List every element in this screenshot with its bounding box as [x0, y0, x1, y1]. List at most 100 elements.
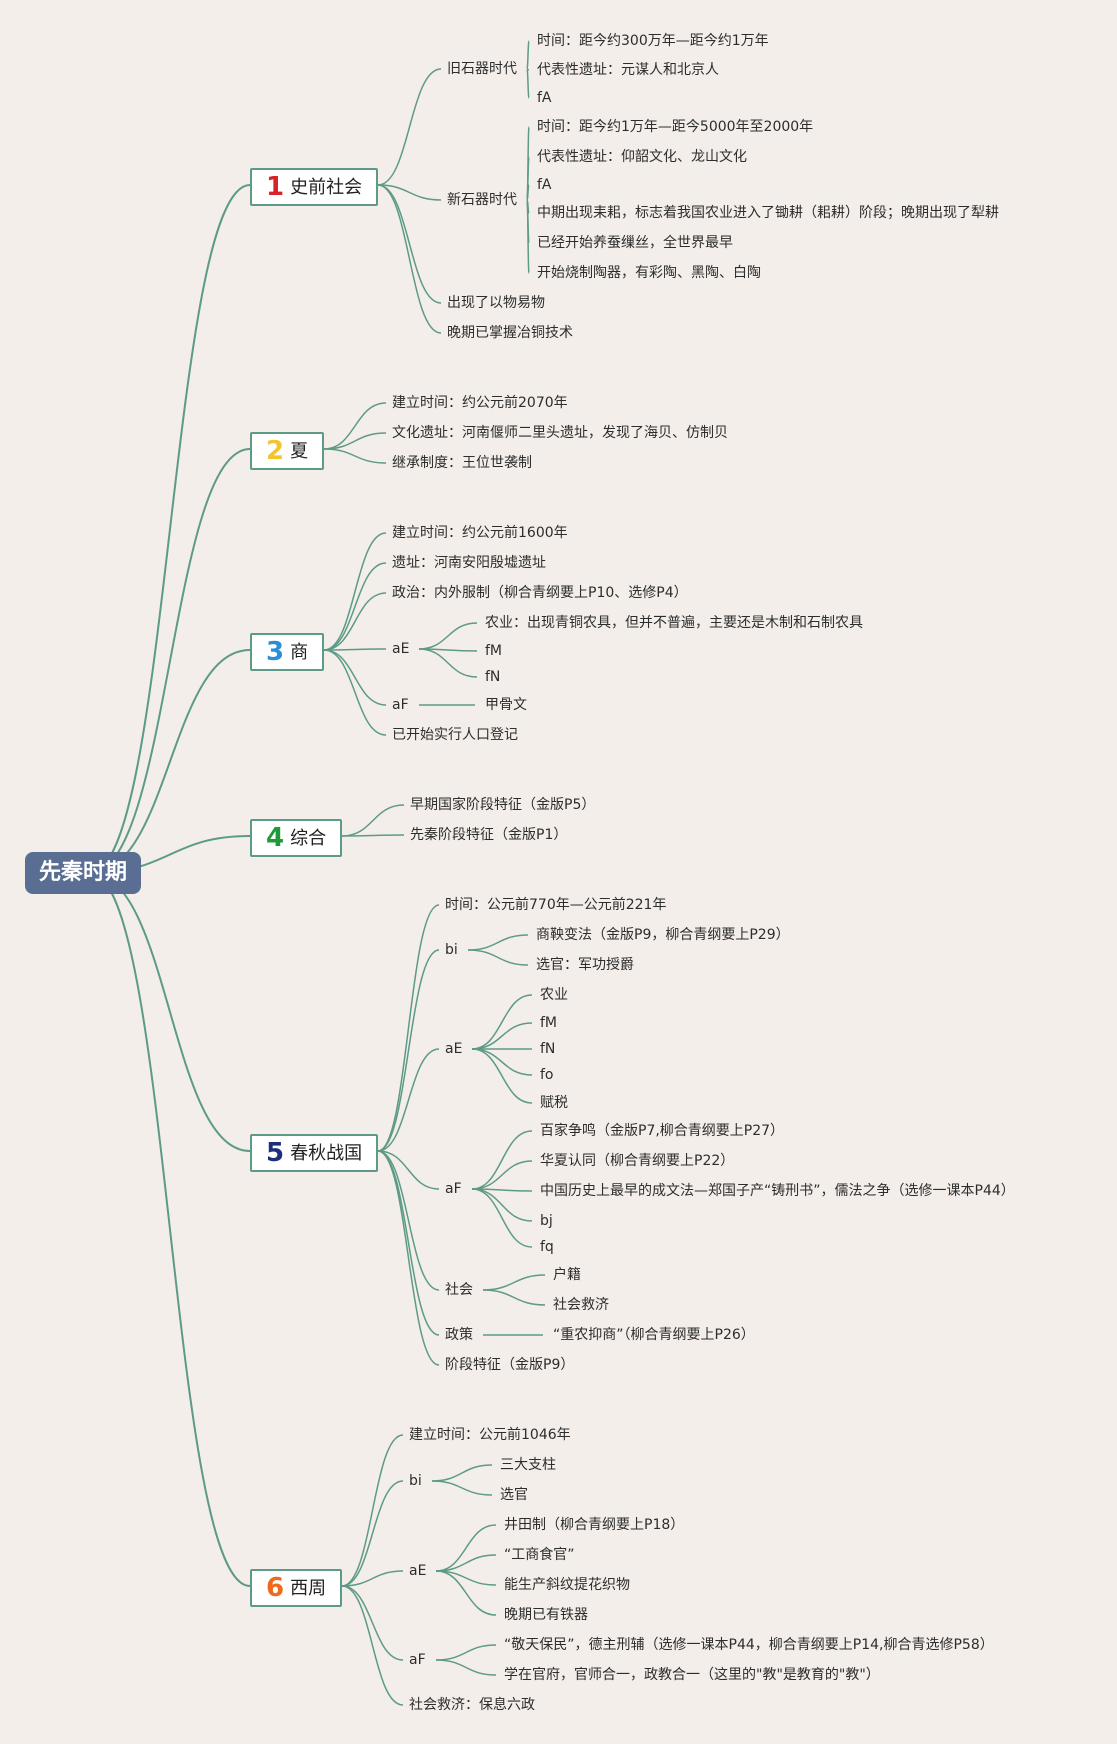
branch-item[interactable]: aE [445, 1041, 463, 1057]
leaf-item[interactable]: fM [485, 643, 503, 659]
branch-item[interactable]: 已开始实行人口登记 [392, 727, 518, 743]
section-1-link-2 [377, 184, 442, 201]
leaf-item[interactable]: 已经开始养蚕缫丝，全世界最早 [537, 235, 733, 251]
root-link-3 [89, 649, 251, 874]
branch-item[interactable]: 遗址：河南安阳殷墟遗址 [392, 555, 546, 571]
section-6-link-4 [341, 1585, 404, 1661]
branch-item[interactable]: 先秦阶段特征（金版P1） [410, 827, 568, 843]
leaf-item[interactable]: 井田制（柳合青纲要上P18） [504, 1517, 685, 1533]
leaf-item[interactable]: 农业 [540, 987, 568, 1003]
section-number: 5 [266, 1138, 285, 1168]
branch-item[interactable]: 晚期已掌握冶铜技术 [447, 325, 573, 341]
leaf-item[interactable]: 选官：军功授爵 [536, 957, 634, 973]
leaf-link [418, 622, 478, 650]
leaf-item[interactable]: 代表性遗址：仰韶文化、龙山文化 [537, 149, 747, 165]
leaf-item[interactable]: 中国历史上最早的成文法—郑国子产“铸刑书”，儒法之争（选修一课本P44） [540, 1183, 1015, 1199]
leaf-item[interactable]: 学在官府，官师合一，政教合一（这里的"教"是教育的"教"） [504, 1667, 880, 1683]
section-5-link-5 [377, 1150, 440, 1291]
leaf-item[interactable]: 三大支柱 [500, 1457, 556, 1473]
leaf-link [482, 1274, 546, 1291]
leaf-link [467, 934, 529, 951]
leaf-item[interactable]: 甲骨文 [485, 697, 527, 713]
section-5-link-1 [377, 904, 440, 1152]
section-6-link-2 [341, 1480, 404, 1587]
section-number: 3 [266, 637, 285, 667]
section-label: 西周 [290, 1578, 327, 1599]
branch-item[interactable]: 建立时间：约公元前2070年 [392, 395, 568, 411]
branch-item[interactable]: 出现了以物易物 [447, 295, 545, 311]
leaf-link [418, 648, 478, 678]
root-link-5 [89, 872, 251, 1152]
leaf-item[interactable]: fA [537, 177, 552, 193]
branch-item[interactable]: 早期国家阶段特征（金版P5） [410, 797, 596, 813]
leaf-item[interactable]: 选官 [500, 1487, 528, 1503]
branch-item[interactable]: 建立时间：公元前1046年 [409, 1427, 571, 1443]
branch-item[interactable]: 文化遗址：河南偃师二里头遗址，发现了海贝、仿制贝 [392, 425, 728, 441]
leaf-item[interactable]: 农业：出现青铜农具，但并不普遍，主要还是木制和石制农具 [485, 615, 863, 631]
branch-item[interactable]: aF [445, 1181, 462, 1197]
leaf-item[interactable]: 华夏认同（柳合青纲要上P22） [540, 1153, 735, 1169]
leaf-item[interactable]: fN [540, 1041, 556, 1057]
leaf-item[interactable]: fN [485, 669, 501, 685]
leaf-item[interactable]: 时间：距今约1万年—距今5000年至2000年 [537, 119, 814, 135]
branch-item[interactable]: 新石器时代 [447, 192, 517, 208]
section-2-link-2 [323, 432, 387, 450]
section-3-link-5 [323, 649, 387, 706]
branch-item[interactable]: 社会 [445, 1282, 473, 1298]
leaf-item[interactable]: “重农抑商”（柳合青纲要上P26） [553, 1327, 755, 1343]
leaf-link [471, 994, 533, 1050]
section-6-link-3 [341, 1570, 404, 1587]
branch-item[interactable]: 政策 [445, 1327, 473, 1343]
root-node[interactable]: 先秦时期 [25, 852, 142, 894]
leaf-item[interactable]: fo [540, 1067, 554, 1083]
leaf-item[interactable]: 开始烧制陶器，有彩陶、黑陶、白陶 [537, 265, 761, 281]
leaf-item[interactable]: 商鞅变法（金版P9，柳合青纲要上P29） [536, 927, 790, 943]
branch-item[interactable]: bi [409, 1473, 422, 1489]
section-5-link-3 [377, 1048, 440, 1152]
leaf-link [435, 1644, 497, 1661]
branch-item[interactable]: aF [392, 697, 409, 713]
leaf-item[interactable]: 百家争鸣（金版P7,柳合青纲要上P27） [540, 1123, 785, 1139]
leaf-item[interactable]: “敬天保民”，德主刑辅（选修一课本P44，柳合青纲要上P14,柳合青选修P58） [504, 1637, 994, 1653]
leaf-item[interactable]: 社会救济 [553, 1297, 609, 1313]
leaf-link [431, 1464, 493, 1482]
leaf-item[interactable]: fM [540, 1015, 558, 1031]
leaf-item[interactable]: bj [540, 1213, 553, 1229]
branch-item[interactable]: 社会救济：保息六政 [409, 1697, 535, 1713]
branch-item[interactable]: aF [409, 1652, 426, 1668]
branch-item[interactable]: 建立时间：约公元前1600年 [392, 525, 568, 541]
branch-item[interactable]: aE [392, 641, 410, 657]
leaf-item[interactable]: 代表性遗址：元谋人和北京人 [537, 62, 719, 78]
branch-item[interactable]: bi [445, 942, 458, 958]
leaf-item[interactable]: 中期出现耒耜，标志着我国农业进入了锄耕（耜耕）阶段；晚期出现了犁耕 [537, 205, 999, 221]
leaf-item[interactable]: fq [540, 1239, 554, 1255]
leaf-link [467, 949, 529, 966]
branch-item[interactable]: aE [409, 1563, 427, 1579]
branch-item[interactable]: 继承制度：王位世袭制 [392, 455, 532, 471]
leaf-link [471, 1022, 533, 1050]
section-label: 商 [290, 642, 309, 663]
branch-item[interactable]: 旧石器时代 [447, 61, 517, 77]
leaf-item[interactable]: fA [537, 90, 552, 106]
leaf-item[interactable]: 晚期已有铁器 [504, 1607, 588, 1623]
leaf-item[interactable]: “工商食官” [504, 1547, 575, 1563]
leaf-item[interactable]: 时间：距今约300万年—距今约1万年 [537, 33, 769, 49]
leaf-item[interactable]: 户籍 [553, 1267, 581, 1283]
leaf-link [471, 1188, 533, 1248]
section-2-link-3 [323, 448, 387, 464]
leaf-item[interactable]: 能生产斜纹提花织物 [504, 1577, 630, 1593]
leaf-item[interactable]: 赋税 [540, 1095, 568, 1111]
branch-item[interactable]: 阶段特征（金版P9） [445, 1357, 575, 1373]
root-link-2 [89, 448, 251, 874]
leaf-link [471, 1048, 533, 1076]
branch-item[interactable]: 政治：内外服制（柳合青纲要上P10、选修P4） [392, 585, 688, 601]
section-5-link-4 [377, 1150, 440, 1190]
leaf-link [526, 199, 530, 274]
branch-item[interactable]: 时间：公元前770年—公元前221年 [445, 897, 667, 913]
